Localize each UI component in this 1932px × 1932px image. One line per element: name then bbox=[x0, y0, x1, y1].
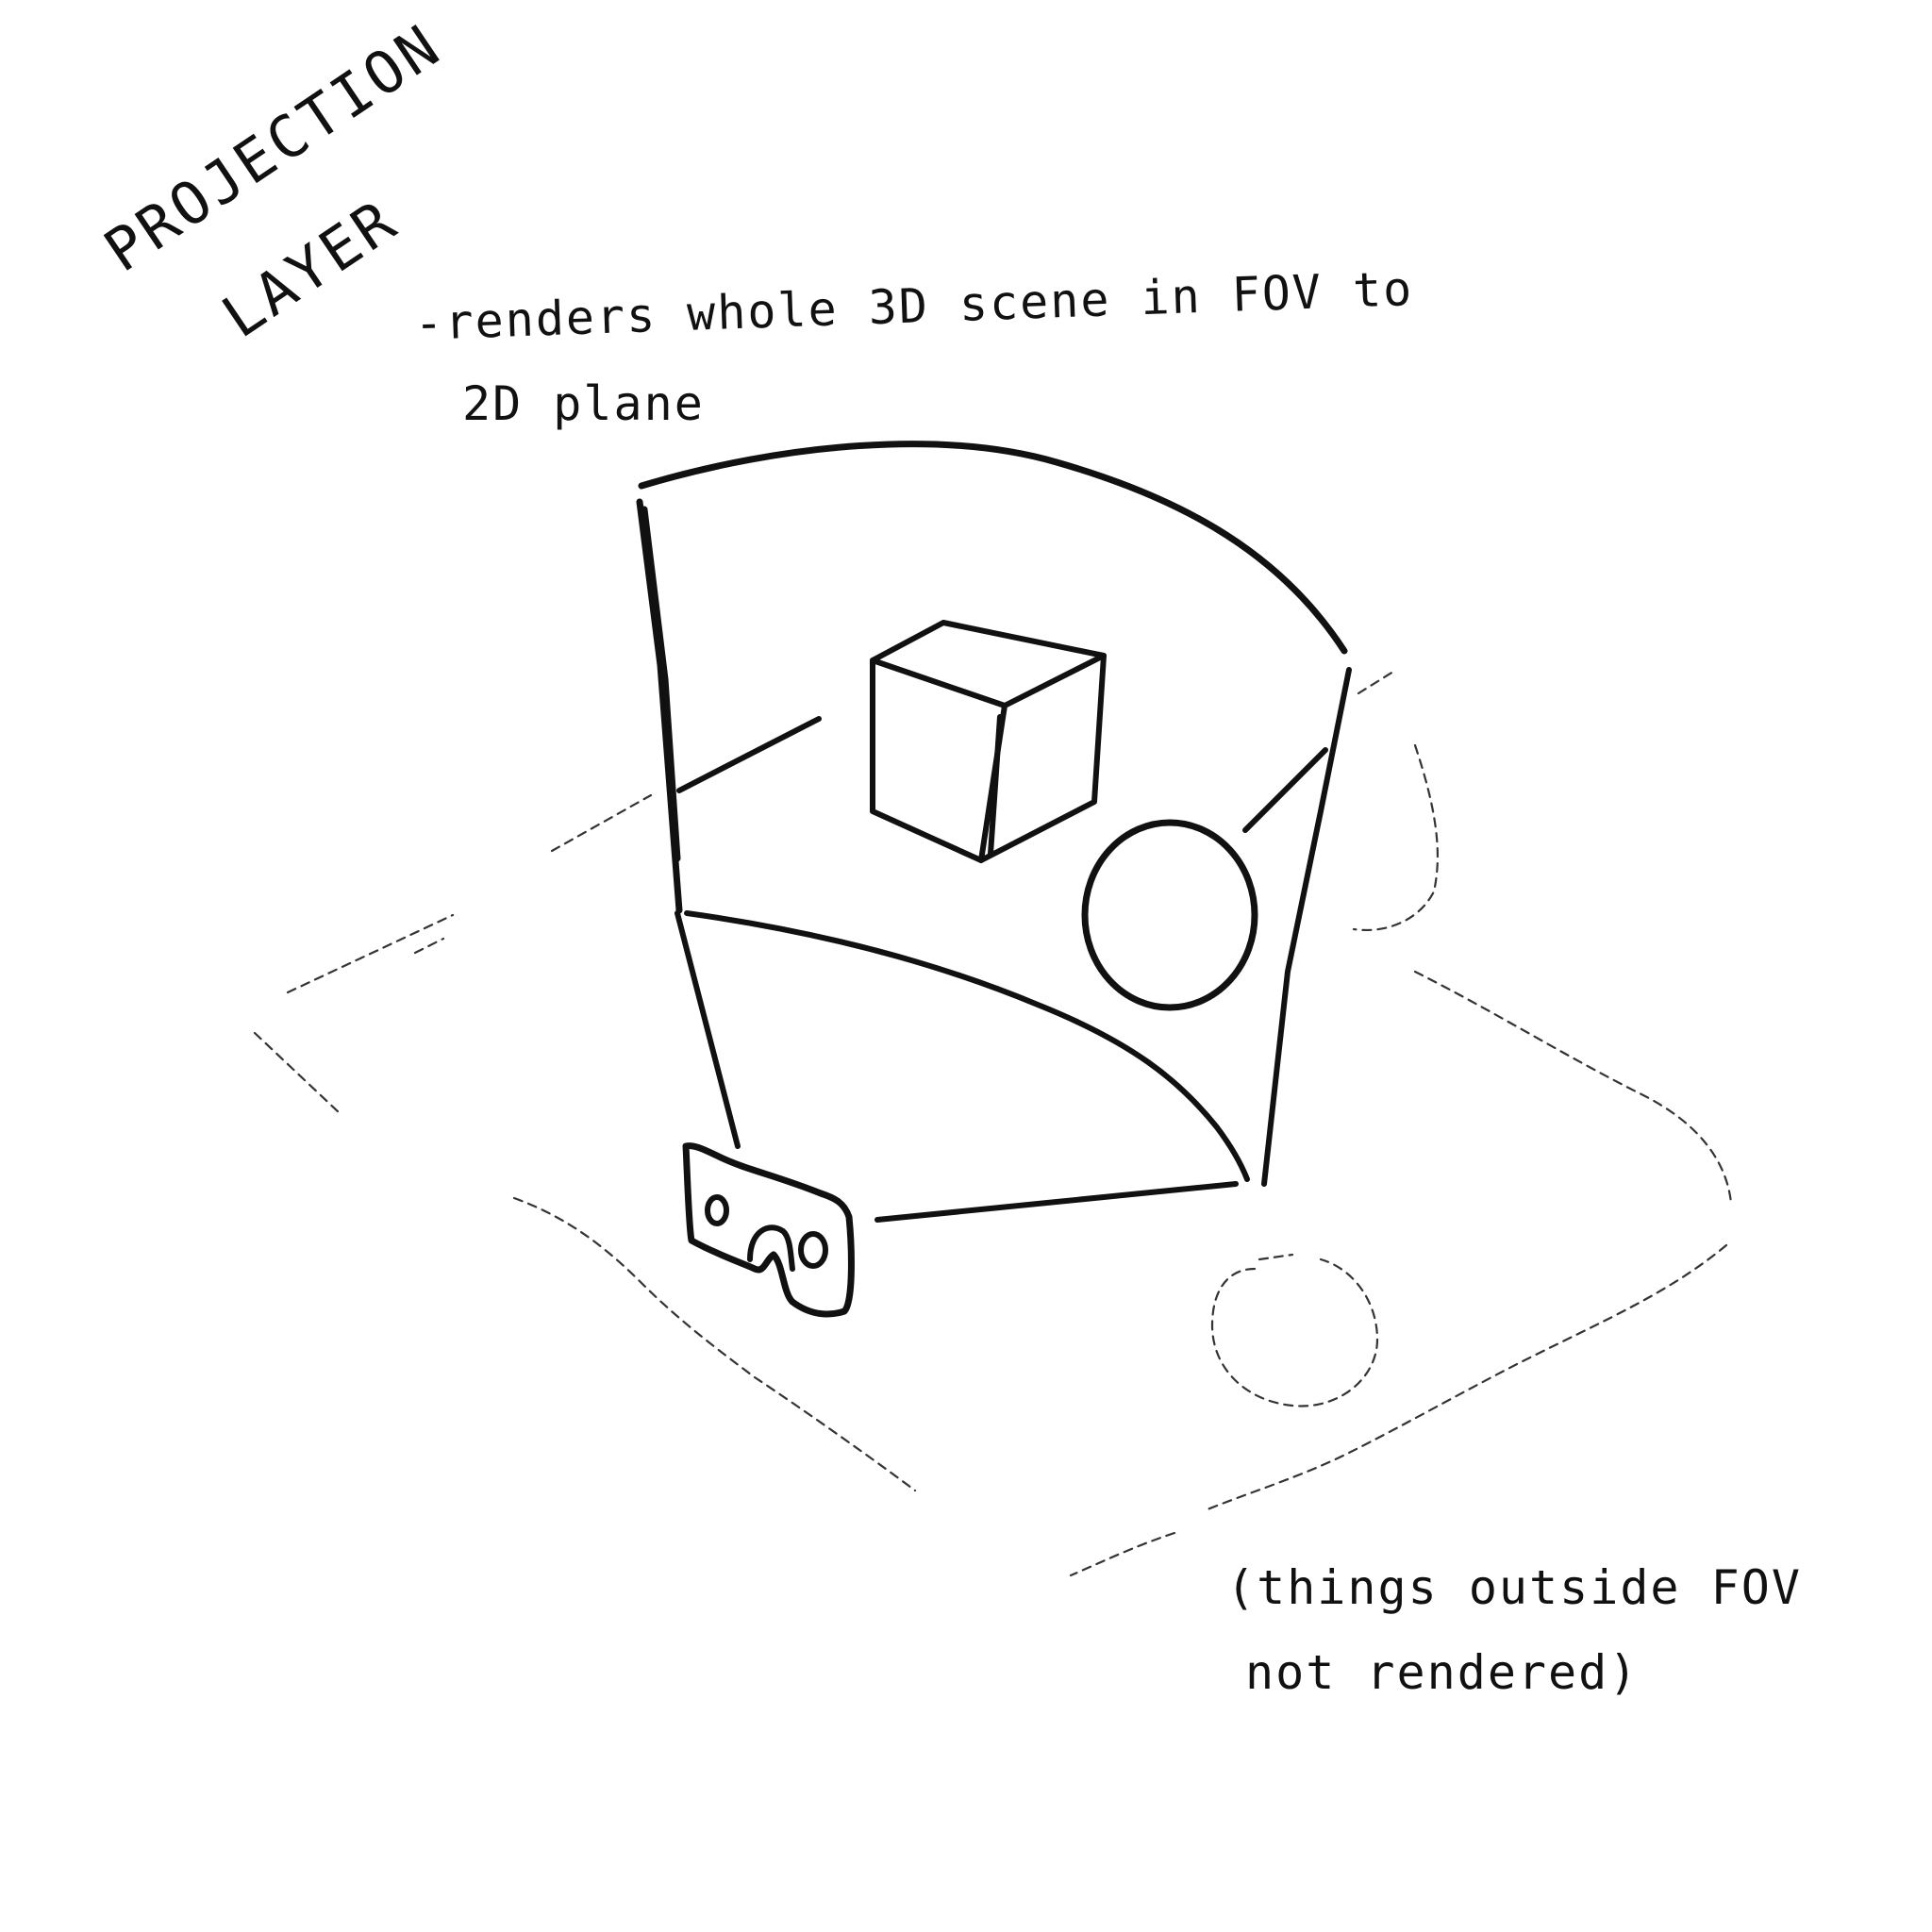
horizon-line-right bbox=[1242, 747, 1328, 833]
frustum-bottom-leg bbox=[874, 1181, 1239, 1223]
caption-line1: (things outside FOV bbox=[1226, 1560, 1802, 1615]
fov-right-edge bbox=[1261, 667, 1352, 1187]
caption-line2: not rendered) bbox=[1245, 1645, 1639, 1700]
frustum-left-leg bbox=[675, 910, 741, 1149]
sphere-shape bbox=[1081, 819, 1258, 1011]
ground-plane-outline bbox=[253, 668, 1733, 1577]
fov-top-edge bbox=[638, 441, 1348, 655]
note-line1: -renders whole 3D scene in FOV to bbox=[413, 261, 1414, 351]
fov-left-edge-shade bbox=[641, 506, 681, 862]
vr-headset-icon bbox=[682, 1142, 855, 1318]
cube-shape bbox=[870, 620, 1107, 863]
projection-plane bbox=[636, 441, 1352, 1223]
horizon-line bbox=[676, 716, 822, 793]
ground-curve bbox=[684, 910, 1250, 1182]
note-line2: 2D plane bbox=[462, 376, 705, 431]
fov-left-edge bbox=[636, 498, 683, 914]
